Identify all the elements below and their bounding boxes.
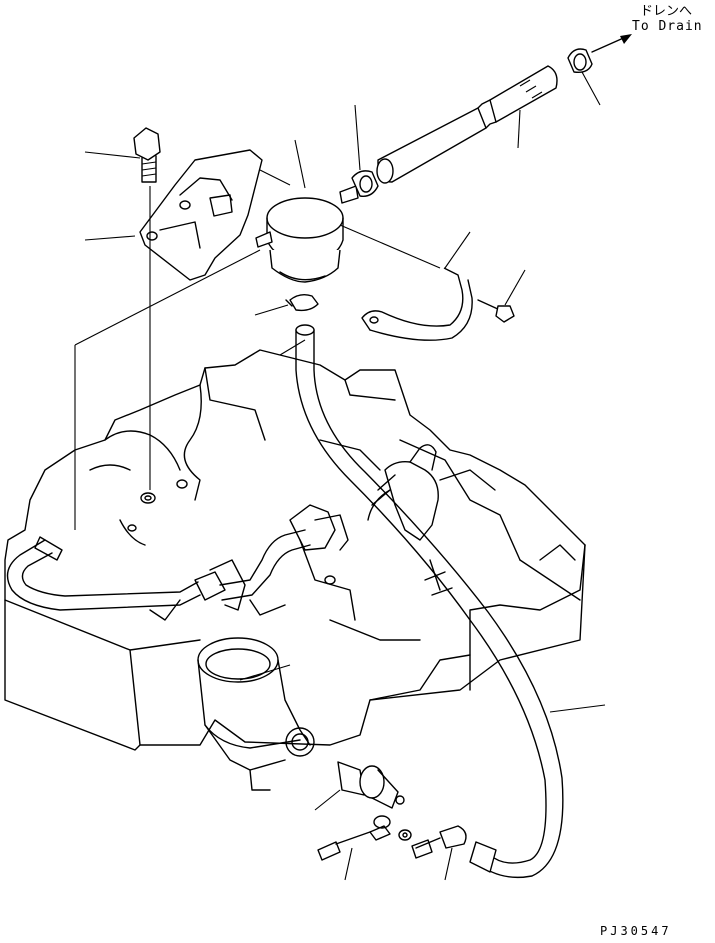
bracket-bolt (133, 127, 161, 183)
strap-band (361, 267, 473, 341)
drain-hose (295, 324, 564, 879)
mounting-bracket (139, 149, 263, 281)
drain-label-japanese: ドレンへ (640, 4, 692, 19)
hose-clamp-upper (351, 170, 379, 197)
hose-clamp-far (567, 48, 593, 74)
engine-block (4, 349, 586, 751)
right-hose-fitting (367, 444, 439, 541)
drain-direction-arrow (591, 34, 632, 53)
strap-bolt (477, 299, 515, 323)
breather-separator (255, 185, 359, 283)
hose-clamp-lower (285, 293, 319, 312)
temperature-sensor (337, 761, 405, 809)
thermostat-housing (197, 637, 315, 791)
drain-pipe-upper (376, 65, 558, 184)
vent-hose-left (6, 504, 349, 611)
bottom-fasteners (317, 815, 467, 861)
leader-lines (74, 71, 606, 881)
drain-label-english: To Drain (632, 19, 703, 34)
drawing-code: PJ30547 (600, 924, 672, 938)
